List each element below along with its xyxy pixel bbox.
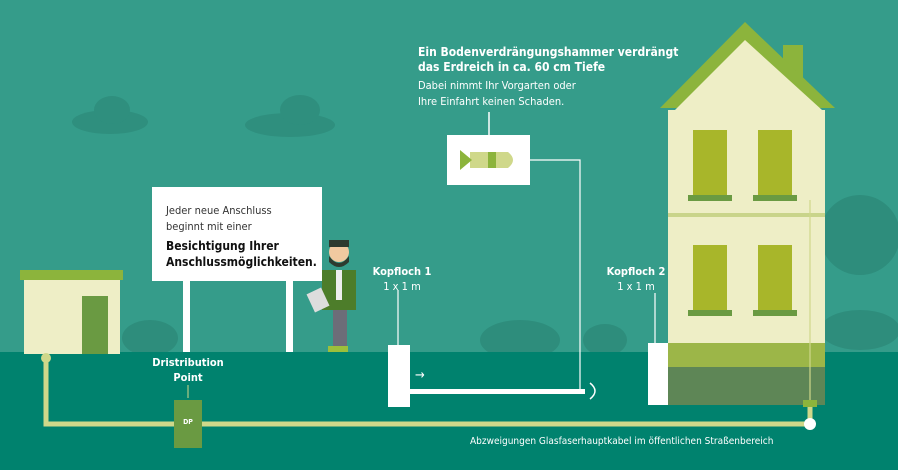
cable-caption: Abzweigungen Glasfaserhauptkabel im öffe… bbox=[470, 436, 774, 447]
soil-displacement-hammer-panel bbox=[447, 112, 581, 392]
cabinet-shed bbox=[20, 270, 123, 354]
clouds bbox=[72, 95, 335, 137]
distribution-point-box bbox=[174, 400, 202, 448]
technician-figure bbox=[306, 240, 356, 352]
info-sign bbox=[152, 187, 322, 352]
direction-arrow-icon: → bbox=[415, 368, 425, 383]
bore-path bbox=[410, 389, 585, 394]
dp-box-label: DP bbox=[183, 418, 193, 426]
pit-1 bbox=[388, 345, 410, 407]
rotation-icon bbox=[589, 382, 596, 400]
house bbox=[660, 22, 835, 407]
bushes bbox=[122, 195, 898, 360]
fiber-cable bbox=[41, 353, 816, 448]
pit-2 bbox=[648, 343, 669, 405]
